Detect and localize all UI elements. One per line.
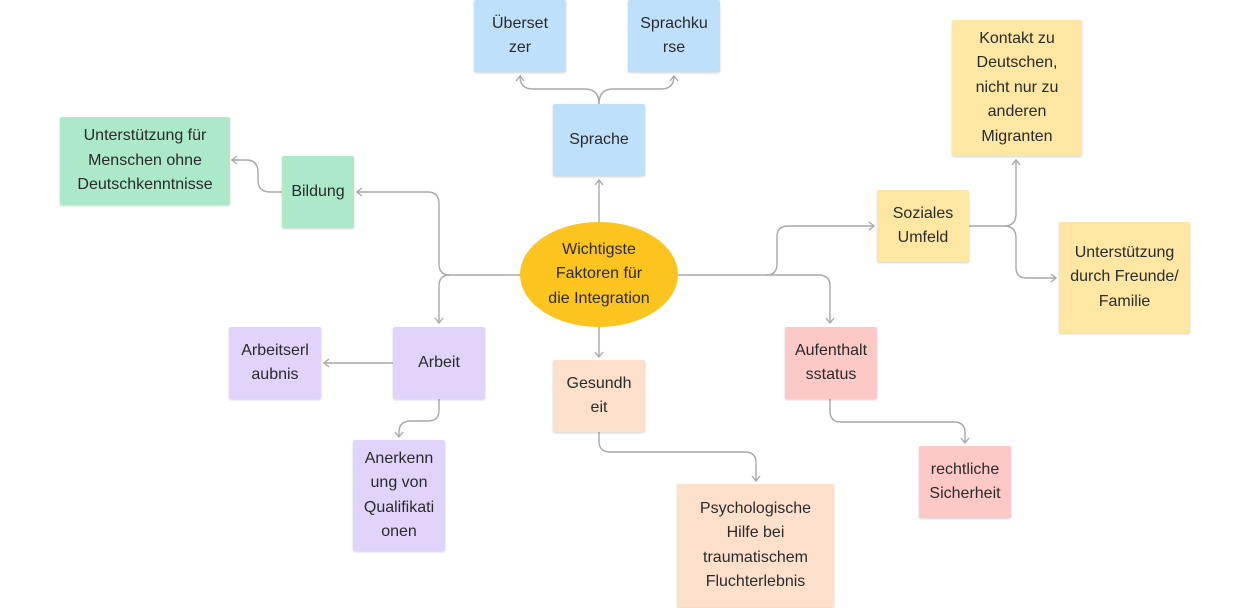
node-aufenthaltsstatus[interactable]: Aufenthalt sstatus bbox=[785, 327, 877, 399]
connector-soziales-kontakt bbox=[969, 158, 1021, 227]
node-soziales-umfeld[interactable]: Soziales Umfeld bbox=[877, 190, 969, 262]
node-arbeit[interactable]: Arbeit bbox=[393, 327, 485, 399]
node-kontakt-zu-deutschen[interactable]: Kontakt zu Deutschen, nicht nur zu ander… bbox=[952, 20, 1082, 156]
connector-center-aufenthaltsstatus bbox=[766, 274, 835, 325]
connector-soziales-freunde bbox=[1003, 225, 1058, 283]
node-arbeitserlaubnis[interactable]: Arbeitserl aubnis bbox=[229, 327, 321, 399]
node-sprache[interactable]: Sprache bbox=[553, 104, 645, 176]
connector-aufenthalt-sicherheit bbox=[829, 399, 970, 445]
node-unterstuetzung-freunde-familie[interactable]: Unterstützung durch Freunde/ Familie bbox=[1059, 222, 1190, 333]
node-sprachkurse[interactable]: Sprachku rse bbox=[628, 0, 720, 72]
connector-sprache-sprachkurse bbox=[598, 74, 679, 105]
connector-center-arbeit bbox=[434, 274, 451, 325]
connector-bildung-unterstuetzung bbox=[230, 155, 282, 193]
connector-center-soziales bbox=[678, 221, 876, 276]
node-anerkennung-qualifikationen[interactable]: Anerkenn ung von Qualifikati onen bbox=[353, 440, 445, 551]
node-unterstuetzung-ohne-deutschkenntnisse[interactable]: Unterstützung für Menschen ohne Deutschk… bbox=[60, 117, 230, 205]
node-psychologische-hilfe[interactable]: Psychologische Hilfe bei traumatischem F… bbox=[677, 484, 834, 607]
connector-arbeit-anerkennung bbox=[394, 399, 440, 439]
connector-center-bildung bbox=[355, 187, 522, 276]
center-topic[interactable]: Wichtigste Faktoren für die Integration bbox=[520, 222, 678, 327]
connector-sprache-uebersetzer bbox=[515, 74, 600, 105]
connector-gesundheit-hilfe bbox=[598, 431, 761, 483]
node-rechtliche-sicherheit[interactable]: rechtliche Sicherheit bbox=[919, 446, 1011, 518]
node-uebersetzer[interactable]: Überset zer bbox=[474, 0, 566, 72]
node-bildung[interactable]: Bildung bbox=[282, 156, 354, 228]
node-gesundheit[interactable]: Gesundh eit bbox=[553, 360, 645, 432]
